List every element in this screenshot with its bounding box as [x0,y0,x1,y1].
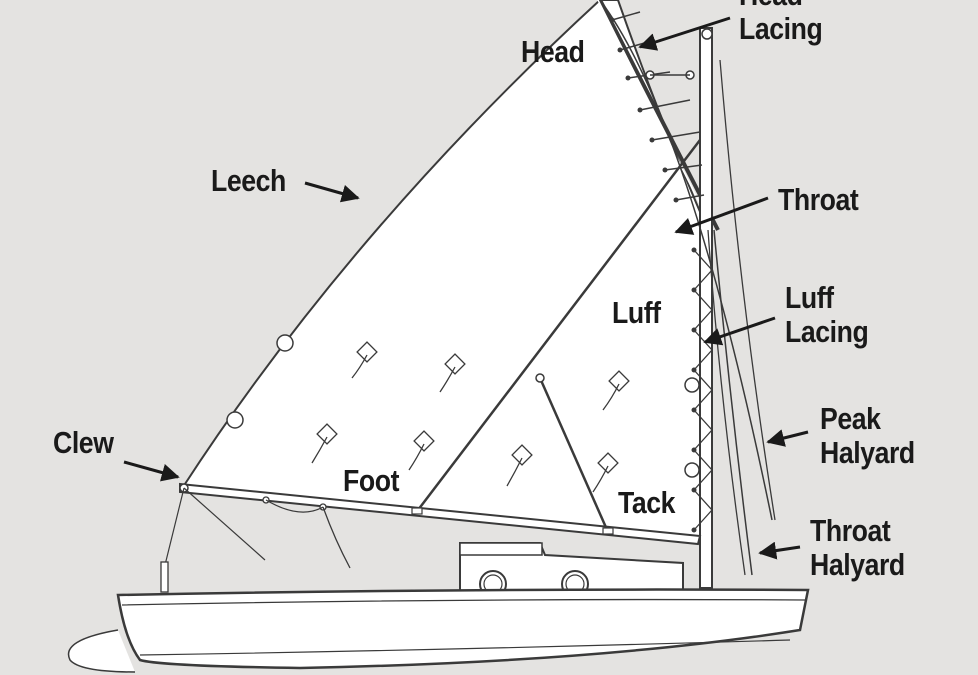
luff-lacing [693,249,713,531]
head-lacing-arrow [638,16,731,51]
label-luff-lacing: Luff Lacing [785,280,869,349]
hull [116,588,810,670]
luff-lacing-arrow [703,316,776,346]
leech-arrow [304,181,360,203]
label-luff: Luff [612,295,661,330]
label-head-lacing: Head Lacing [739,0,823,46]
throat-halyard-arrow [758,541,801,560]
gaff [598,0,720,231]
reef-points [311,341,630,493]
peak-halyard [599,0,773,521]
label-tack: Tack [618,485,676,520]
pointer-arrows [123,16,809,560]
peak-halyard-arrow [766,429,809,447]
label-leech: Leech [211,163,286,198]
sail [181,0,708,542]
label-throat-halyard: Throat Halyard [810,513,905,582]
label-peak-halyard: Peak Halyard [820,401,915,470]
clew-arrow [123,460,180,482]
label-foot: Foot [343,463,400,498]
throat-arrow [674,196,769,235]
throat-halyard [713,229,753,576]
label-head: Head [521,34,585,69]
label-throat: Throat [778,182,859,217]
label-clew: Clew [53,425,114,460]
mast [699,27,713,589]
